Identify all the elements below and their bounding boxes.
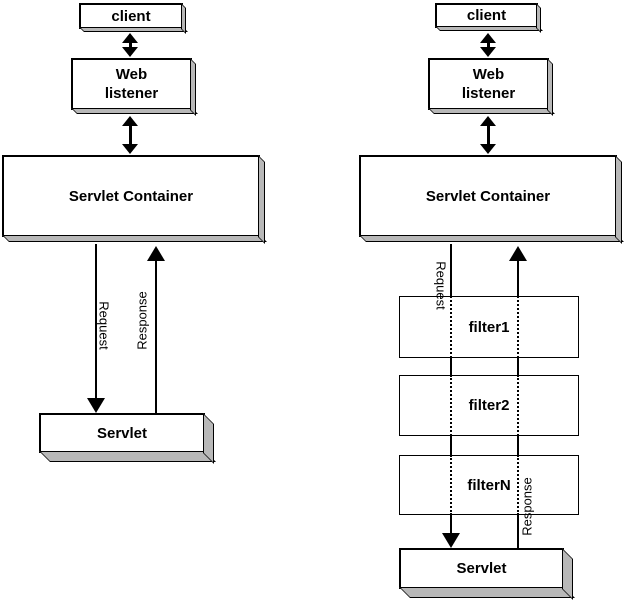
right-web-listener-box: Web listener [428,58,549,110]
arrow-up-icon [480,33,496,43]
left-response-arrowhead [147,246,165,261]
right-servlet-container-box: Servlet Container [359,155,617,237]
left-servlet-container-label: Servlet Container [68,187,194,205]
arrow-stem [486,126,490,144]
filter2-box: filter2 [399,375,579,436]
right-request-line-segment [450,436,452,455]
arrow-stem [128,126,132,144]
arrow-down-icon [480,144,496,154]
left-response-label: Response [134,291,150,350]
arrow-stem [128,43,132,47]
right-response-arrowhead [509,246,527,261]
right-servlet-box: Servlet [399,548,564,589]
right-client-listener-double-arrow [480,33,496,57]
right-web-listener-line2: listener [461,85,516,102]
arrow-up-icon [122,33,138,43]
right-client-box: client [435,3,538,28]
right-response-line-segment [517,261,519,296]
filter2-label: filter2 [468,397,510,414]
left-web-listener-label: Web listener [105,65,158,103]
filterN-box: filterN [399,455,579,515]
left-listener-container-double-arrow [122,116,138,154]
left-request-line [95,244,97,398]
arrow-down-icon [122,144,138,154]
filterN-label: filterN [467,476,511,494]
right-request-line-segment-dotted [450,455,452,515]
right-response-label: Response [519,477,535,536]
right-request-line-segment-dotted [450,296,452,358]
left-response-line [155,261,157,413]
right-client-label: client [466,7,507,24]
right-servlet-label: Servlet [456,560,507,577]
arrow-up-icon [480,116,496,126]
right-response-line-segment-dotted [517,375,519,436]
left-client-box: client [79,3,183,29]
right-response-line-segment [517,515,519,548]
arrow-down-icon [480,47,496,57]
left-servlet-box: Servlet [39,413,205,453]
left-request-label: Request [96,301,112,350]
left-web-listener-box: Web listener [71,58,192,110]
arrow-up-icon [122,116,138,126]
left-web-listener-line2: listener [104,85,159,102]
left-servlet-container-box: Servlet Container [2,155,260,237]
right-listener-container-double-arrow [480,116,496,154]
right-response-line-segment-dotted [517,455,519,515]
left-request-arrowhead [87,398,105,413]
right-response-line-segment [517,436,519,455]
left-servlet-label: Servlet [96,424,148,442]
right-request-arrowhead [442,533,460,548]
right-response-line-segment-dotted [517,296,519,358]
left-client-label: client [111,7,151,25]
right-request-line-segment [450,244,452,296]
filter1-box: filter1 [399,296,579,358]
right-request-label: Request [433,261,449,310]
right-web-listener-label: Web listener [462,65,515,103]
right-request-line-segment [450,358,452,375]
filter1-label: filter1 [468,318,510,336]
right-request-line-segment [450,515,452,533]
arrow-stem [486,43,490,47]
left-client-listener-double-arrow [122,33,138,57]
right-response-line-segment [517,358,519,375]
right-request-line-segment-dotted [450,375,452,436]
right-web-listener-line1: Web [472,66,505,83]
left-web-listener-line1: Web [115,66,148,83]
right-servlet-container-label: Servlet Container [425,187,551,205]
arrow-down-icon [122,47,138,57]
